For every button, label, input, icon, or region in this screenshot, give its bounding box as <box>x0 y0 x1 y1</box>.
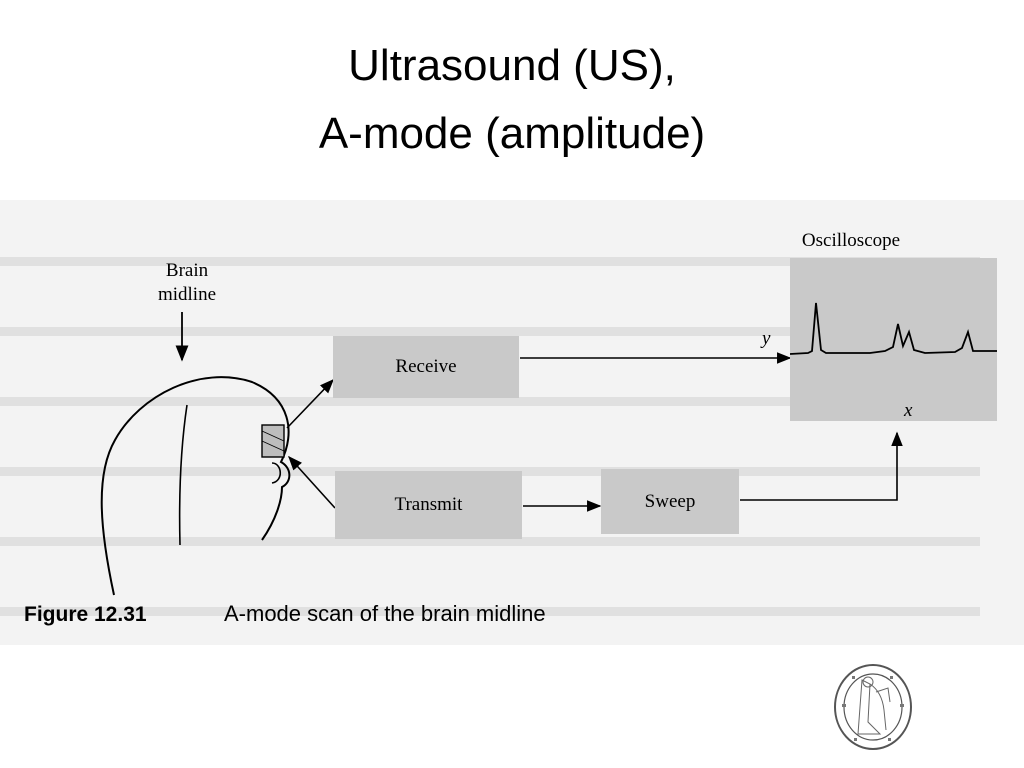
slide-title-line-1: Ultrasound (US), <box>348 41 676 90</box>
figure-a-mode-scan: ▬▬▬▬▬▬▬▬▬▬▬▬▬▬▬▬▬▬▬▬▬▬▬▬▬▬▬▬▬▬▬▬▬ ▬▬▬▬▬▬… <box>0 200 1024 645</box>
diagram-drawing <box>100 258 997 596</box>
university-seal-icon <box>834 664 912 750</box>
transmit-box: Transmit <box>335 471 522 539</box>
sweep-box: Sweep <box>601 469 739 534</box>
ear-shape <box>271 462 282 484</box>
brain-label-line-2: midline <box>157 284 217 305</box>
receive-box: Receive <box>333 336 519 398</box>
amode-trace <box>789 302 997 355</box>
figure-caption: A-mode scan of the brain midline <box>224 601 546 626</box>
brain-midline-line <box>178 404 188 546</box>
figure-number: Figure 12.31 <box>24 603 147 626</box>
oscilloscope-screen <box>790 258 997 421</box>
transducer <box>261 424 285 458</box>
head-outline <box>100 376 291 596</box>
sweep-to-oscilloscope-arrow <box>740 431 903 501</box>
x-axis-label: x <box>904 400 913 421</box>
background-texture: ▬▬▬▬▬▬▬▬▬▬▬▬▬▬▬▬▬▬▬▬▬▬▬▬▬▬▬▬▬▬▬▬▬ <box>0 590 980 623</box>
brain-label-line-1: Brain <box>165 260 209 281</box>
oscilloscope-label: Oscilloscope <box>801 230 901 251</box>
slide-title-line-2: A-mode (amplitude) <box>318 109 706 158</box>
transducer-to-receive-arrow <box>286 378 334 429</box>
transmit-to-transducer-arrow <box>288 455 336 509</box>
y-axis-label: y <box>762 328 771 349</box>
